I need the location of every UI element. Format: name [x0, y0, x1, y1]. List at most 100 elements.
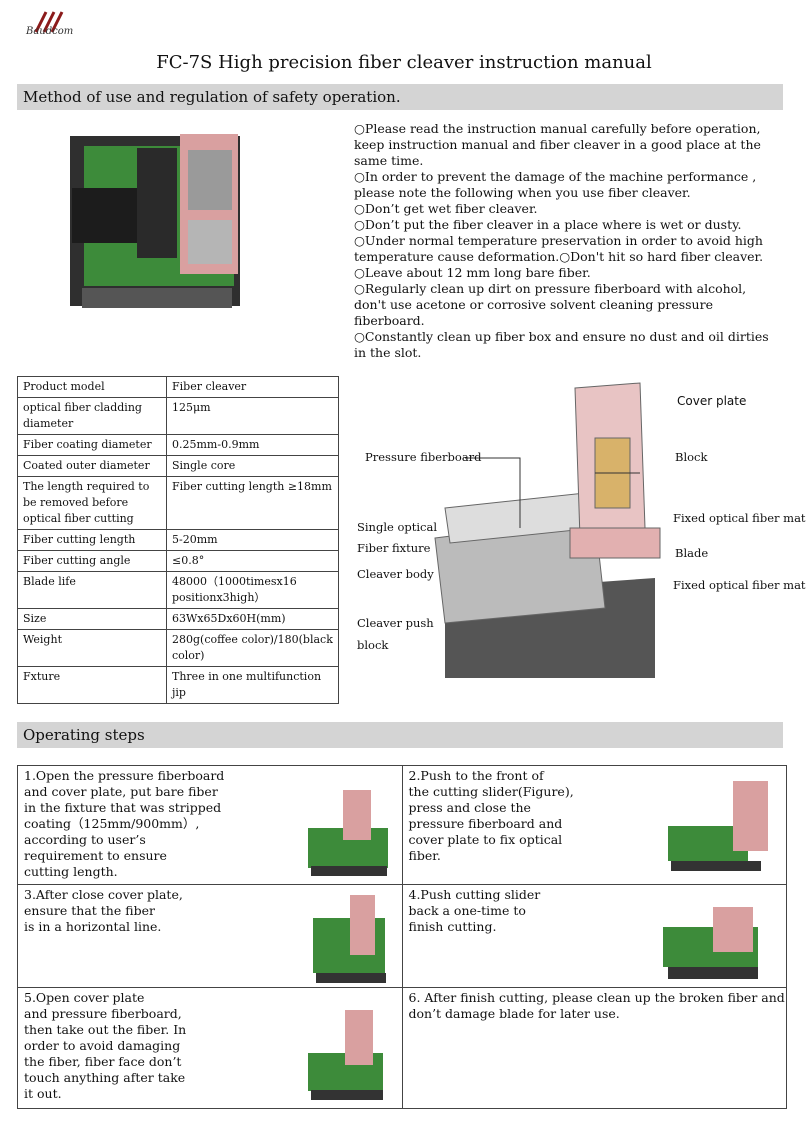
table-row: 1.Open the pressure fiberboard and cover… [17, 765, 787, 885]
spec-key: optical fiber cladding diameter [17, 397, 167, 435]
intro-notes: ○Please read the instruction manual care… [354, 121, 774, 361]
spec-value: 0.25mm-0.9mm [166, 434, 339, 456]
label-cleaver-push-block: block [357, 638, 389, 652]
step-line: in the fixture that was stripped [24, 800, 222, 815]
label-single-optical: Single optical [357, 520, 438, 534]
step-line: 1.Open the pressure fiberboard [24, 768, 225, 783]
intro-line: temperature cause deformation.○Don't hit… [354, 249, 764, 264]
section-heading-safety: Method of use and regulation of safety o… [17, 84, 783, 110]
spec-value: 5-20mm [166, 529, 339, 551]
intro-line: ○Don’t get wet fiber cleaver. [354, 201, 538, 216]
step-3-text: 3.After close cover plate, ensure that t… [24, 887, 183, 935]
step-2-text: 2.Push to the front of the cutting slide… [409, 768, 574, 864]
spec-value: 280g(coffee color)/180(black color) [166, 629, 339, 667]
intro-line: same time. [354, 153, 424, 168]
fiber-cleaver-image [62, 128, 246, 318]
spec-key: Fiber cutting length [17, 529, 167, 551]
intro-line: ○Regularly clean up dirt on pressure fib… [354, 281, 747, 296]
table-row: The length required to be removed before… [17, 476, 339, 530]
step-line: ensure that the fiber [24, 903, 155, 918]
spec-key: Product model [17, 376, 167, 398]
intro-line: ○In order to prevent the damage of the m… [354, 169, 757, 184]
step-4-image [662, 907, 758, 979]
step-line: the cutting slider(Figure), [408, 784, 574, 799]
step-3-image [313, 895, 386, 983]
step-line: press and close the [408, 800, 531, 815]
label-fixed-fiber-mat-1: Fixed optical fiber mat [673, 511, 806, 525]
spec-key: Fiber cutting angle [17, 550, 167, 572]
spec-value: Single core [166, 455, 339, 477]
step-line: touch anything after take [24, 1070, 186, 1085]
label-block: Block [675, 450, 708, 464]
step-line: fiber. [408, 848, 441, 863]
step-line: 4.Push cutting slider [408, 887, 541, 902]
step-cell-3: 3.After close cover plate, ensure that t… [17, 884, 403, 988]
spec-key: Weight [17, 629, 167, 667]
step-line: 6. After finish cutting, please clean up… [408, 990, 785, 1005]
cleaver-parts-diagram: Cover plate Block Fixed optical fiber ma… [355, 378, 806, 683]
spec-value: 125μm [166, 397, 339, 435]
table-row: Fiber cutting angle≤0.8° [17, 550, 339, 572]
intro-line: ○Don’t put the fiber cleaver in a place … [354, 217, 742, 232]
step-line: cutting length. [24, 864, 118, 879]
step-line: and pressure fiberboard, [24, 1006, 182, 1021]
section-heading-operating-steps: Operating steps [17, 722, 783, 748]
step-line: back a one-time to [408, 903, 526, 918]
step-line: the fiber, fiber face don’t [24, 1054, 182, 1069]
step-line: coating（125mm/900mm）, [24, 816, 200, 831]
step-5-text: 5.Open cover plate and pressure fiberboa… [24, 990, 186, 1102]
document-title: FC-7S High precision fiber cleaver instr… [156, 52, 652, 73]
step-cell-4: 4.Push cutting slider back a one-time to… [401, 884, 787, 988]
intro-line: in the slot. [354, 345, 422, 360]
label-fiber-fixture: Fiber fixture [357, 541, 431, 555]
step-line: requirement to ensure [24, 848, 167, 863]
intro-line: ○Constantly clean up fiber box and ensur… [354, 329, 769, 344]
step-line: and cover plate, put bare fiber [24, 784, 218, 799]
step-line: order to avoid damaging [24, 1038, 181, 1053]
step-1-image [308, 790, 388, 876]
step-cell-2: 2.Push to the front of the cutting slide… [401, 765, 787, 885]
step-line: 2.Push to the front of [408, 768, 544, 783]
label-blade: Blade [675, 546, 709, 560]
step-2-image [667, 781, 768, 871]
step-cell-6: 6. After finish cutting, please clean up… [401, 987, 787, 1109]
step-line: then take out the fiber. In [24, 1022, 187, 1037]
intro-line: ○Leave about 12 mm long bare fiber. [354, 265, 591, 280]
step-line: finish cutting. [408, 919, 497, 934]
label-cleaver-push: Cleaver push [357, 616, 434, 630]
step-1-text: 1.Open the pressure fiberboard and cover… [24, 768, 224, 880]
step-line: it out. [24, 1086, 62, 1101]
label-fixed-fiber-mat-2: Fixed optical fiber mat [673, 578, 806, 592]
spec-value: 63Wx65Dx60H(mm) [166, 608, 339, 630]
spec-value: Three in one multifunction jip [166, 666, 339, 704]
cleaver-diagram-drawing [434, 382, 661, 678]
intro-line: please note the following when you use f… [354, 185, 691, 200]
step-line: pressure fiberboard and [408, 816, 563, 831]
step-line: according to user’s [24, 832, 146, 847]
spec-key: Blade life [17, 571, 167, 609]
spec-value: 48000（1000timesx16 positionx3high） [166, 571, 339, 609]
spec-key: Size [17, 608, 167, 630]
step-cell-1: 1.Open the pressure fiberboard and cover… [17, 765, 403, 885]
step-line: don’t damage blade for later use. [408, 1006, 620, 1021]
step-line: cover plate to fix optical [408, 832, 563, 847]
intro-line: ○Under normal temperature preservation i… [354, 233, 763, 248]
table-row: 5.Open cover plate and pressure fiberboa… [17, 987, 787, 1109]
table-row: 3.After close cover plate, ensure that t… [17, 884, 787, 988]
step-6-text: 6. After finish cutting, please clean up… [409, 990, 785, 1022]
step-line: 5.Open cover plate [24, 990, 145, 1005]
step-line: is in a horizontal line. [24, 919, 162, 934]
spec-value: ≤0.8° [166, 550, 339, 572]
intro-line: keep instruction manual and fiber cleave… [354, 137, 761, 152]
intro-line: ○Please read the instruction manual care… [354, 121, 761, 136]
label-cover-plate: Cover plate [677, 394, 747, 408]
